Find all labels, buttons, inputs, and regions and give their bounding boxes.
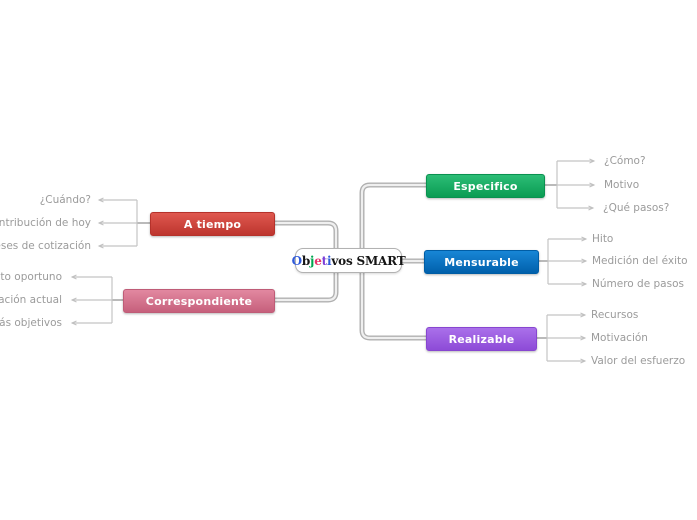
subtopic-motivo[interactable]: Motivo [604,179,640,191]
topic-mensurable[interactable]: Mensurable [424,250,539,274]
topic-a-tiempo[interactable]: A tiempo [150,212,275,236]
subtopic-medicion-del-exito[interactable]: Medición del éxito [592,255,688,267]
subtopic-numero-de-pasos[interactable]: Número de pasos [592,278,684,290]
topic-label: Realizable [448,332,515,346]
topic-label: A tiempo [183,217,242,231]
subtopic-mas-objetivos[interactable]: más objetivos [0,317,62,329]
subtopic-que-pasos[interactable]: ¿Qué pasos? [603,202,670,214]
subtopic-contribucion-de-hoy[interactable]: Contribución de hoy [0,217,91,229]
subtopic-ento-oportuno[interactable]: ento oportuno [0,271,62,283]
topic-especifico[interactable]: Especifico [426,174,545,198]
subtopic-tuacion-actual[interactable]: tuación actual [0,294,62,306]
topic-label: Correspondiente [145,294,253,308]
subtopic-cuando[interactable]: ¿Cuándo? [39,194,91,206]
topic-realizable[interactable]: Realizable [426,327,537,351]
subtopic-hito[interactable]: Hito [592,233,614,245]
topic-correspondiente[interactable]: Correspondiente [123,289,275,313]
topic-label: Especifico [453,179,518,193]
subtopic-como[interactable]: ¿Cómo? [604,155,646,167]
subtopic-meses-de-cotizacion[interactable]: meses de cotización [0,240,91,252]
topic-label: Mensurable [444,255,519,269]
central-topic[interactable]: Objetivos SMART [292,248,406,273]
central-topic-title: Objetivos SMART [291,253,406,268]
subtopic-motivacion[interactable]: Motivación [591,332,648,344]
subtopic-recursos[interactable]: Recursos [591,309,639,321]
subtopic-valor-del-esfuerzo[interactable]: Valor del esfuerzo [591,355,686,367]
